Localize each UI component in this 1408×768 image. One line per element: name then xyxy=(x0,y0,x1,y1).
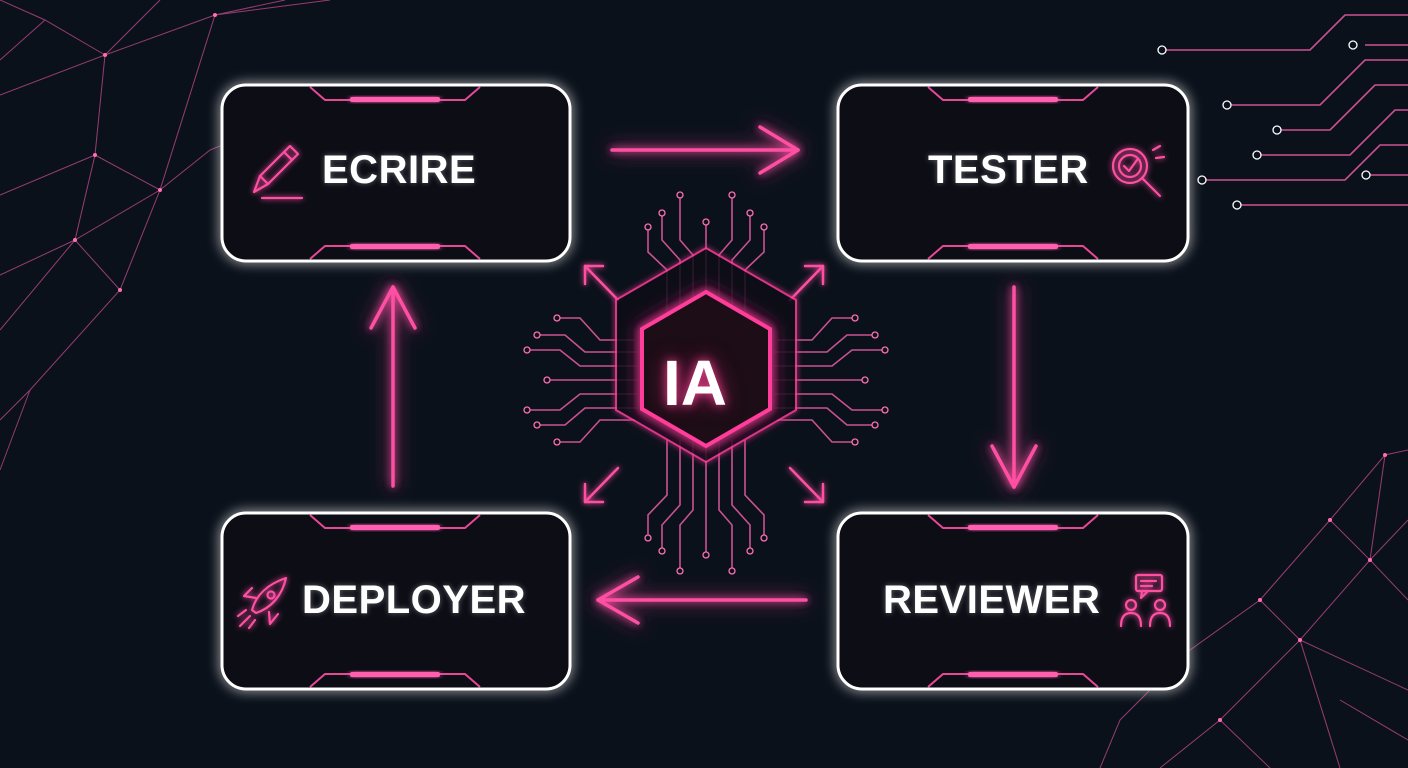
people-chat-icon xyxy=(1119,573,1172,628)
rocket-icon xyxy=(236,576,288,630)
node-box-ecrire xyxy=(220,83,572,263)
background-network-bottom-right-nodes xyxy=(1218,453,1387,722)
arrow-tester-to-reviewer xyxy=(990,285,1038,489)
node-box-deployer xyxy=(220,511,572,691)
node-label-ecrire: ECRIRE xyxy=(322,148,477,192)
hub-trace-endpoints xyxy=(523,191,889,575)
node-label-tester: TESTER xyxy=(928,148,1089,192)
arrow-reviewer-to-deployer xyxy=(596,575,808,625)
node-box-tester xyxy=(836,83,1190,263)
node-box-reviewer xyxy=(836,511,1190,691)
arrow-ecrire-to-tester xyxy=(610,125,800,175)
circuit-trace-endpoints xyxy=(1157,40,1371,210)
node-label-reviewer: REVIEWER xyxy=(883,578,1101,622)
background-network-top-left-nodes xyxy=(73,13,217,292)
hub-hexagon xyxy=(615,246,797,464)
node-label-deployer: DEPLOYER xyxy=(302,578,527,622)
hub-diagonal-arrows xyxy=(583,264,825,504)
magnifier-check-icon xyxy=(1111,144,1166,198)
hub-label: IA xyxy=(663,347,727,419)
circuit-traces-top-right xyxy=(1165,14,1408,206)
pencil-icon xyxy=(252,144,304,200)
arrow-deployer-to-ecrire xyxy=(369,285,417,488)
